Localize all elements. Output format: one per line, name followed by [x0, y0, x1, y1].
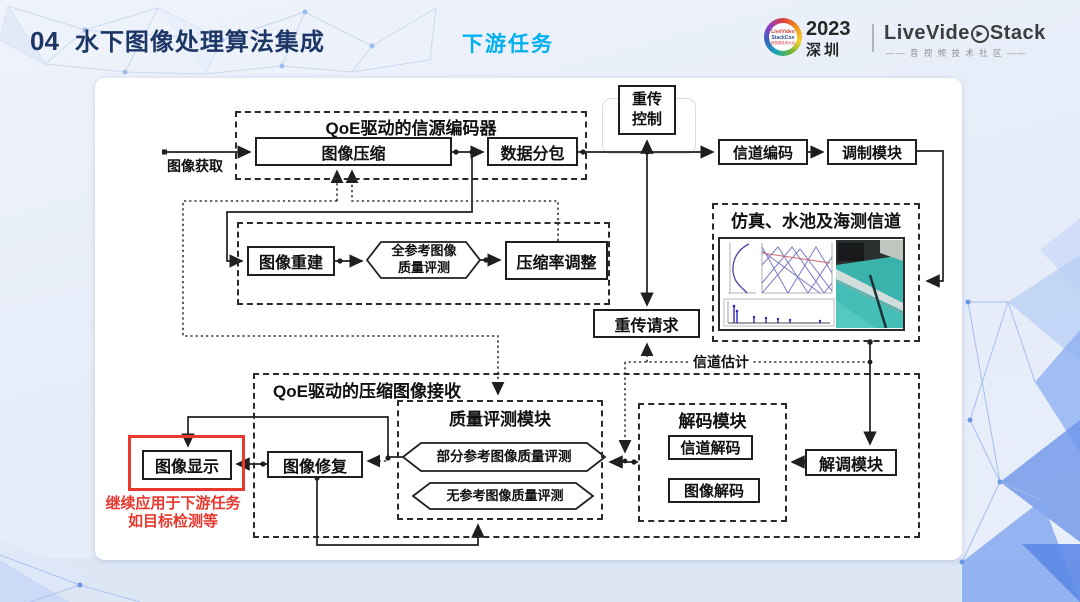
receiver-container — [253, 373, 920, 538]
encoder-title: QoE驱动的信源编码器 — [325, 119, 497, 138]
channel-title: 仿真、水池及海测信道 — [731, 212, 901, 231]
retrans-control-line1: 重传 — [631, 90, 662, 108]
demodulation-box: 解调模块 — [805, 449, 897, 476]
quality-module-title: 质量评测模块 — [449, 410, 551, 429]
downstream-note: 继续应用于下游任务 如目标检测等 — [84, 495, 262, 531]
image-restore-box: 图像修复 — [267, 451, 363, 478]
quality-module-container — [397, 400, 603, 520]
partial-ref-hexagon — [401, 442, 607, 472]
brand-wordmark: LiveVide ▶ Stack — [884, 22, 1046, 45]
channel-media-graphics — [723, 240, 903, 329]
modulation-box: 调制模块 — [827, 139, 917, 165]
ring-logo-line2: StackCon — [771, 34, 795, 41]
ring-logo-line3: 音视频技术大会 — [770, 40, 796, 45]
image-rebuild-box: 图像重建 — [247, 246, 335, 276]
retrans-control-line2: 控制 — [631, 111, 662, 128]
full-ref-qa-label: 全参考图像 质量评测 — [372, 243, 476, 276]
dotted-connectors — [182, 169, 870, 468]
channel-estimation-label: 信道估计 — [690, 352, 752, 372]
full-ref-line1: 全参考图像 — [391, 243, 457, 259]
note-line2: 如目标检测等 — [127, 513, 218, 530]
image-compression-box: 图像压缩 — [255, 137, 452, 166]
data-packet-box: 数据分包 — [487, 137, 578, 166]
no-ref-hexagon — [411, 482, 595, 510]
no-ref-text: 无参考图像质量评测 — [446, 487, 564, 503]
decode-module-container — [638, 403, 787, 522]
ray-trace-plot-image — [761, 243, 833, 294]
encoder-container — [235, 111, 587, 180]
retransmission-control-box: 重传 控制 — [618, 85, 676, 135]
play-icon: ▶ — [970, 24, 989, 43]
full-ref-line2: 质量评测 — [397, 259, 450, 275]
retransmission-request-box: 重传请求 — [593, 309, 700, 338]
image-acquire-label: 图像获取 — [167, 158, 223, 174]
channel-container — [712, 203, 920, 342]
conference-year: 2023 — [806, 18, 851, 40]
partial-ref-text: 部分参考图像质量评测 — [436, 448, 572, 464]
pool-photo-image — [835, 240, 903, 329]
receiver-title: QoE驱动的压缩图像接收 — [273, 382, 461, 401]
hexagon-shapes — [365, 241, 607, 510]
brand-tagline: —— 音 视 频 技 术 社 区 —— — [886, 48, 1027, 58]
brand-wordmark-right: Stack — [989, 22, 1046, 44]
conference-ring-logo-text: LiveVideo StackCon 音视频技术大会 — [769, 23, 797, 51]
ring-logo-line1: LiveVideo — [771, 28, 795, 35]
logo-divider — [872, 24, 874, 52]
rate-adjust-box: 压缩率调整 — [505, 241, 608, 280]
subtitle-tag: 下游任务 — [462, 33, 554, 56]
channel-media-box — [718, 237, 905, 331]
conference-city: 深圳 — [806, 42, 843, 59]
partial-ref-qa-label: 部分参考图像质量评测 — [415, 447, 593, 467]
brand-wordmark-left: LiveVide — [884, 22, 970, 44]
impulse-stem-plot-image — [723, 298, 835, 327]
decode-module-title: 解码模块 — [678, 412, 747, 431]
solid-connectors — [162, 139, 944, 546]
display-highlight-frame — [128, 435, 245, 491]
channel-decode-box: 信道解码 — [668, 435, 753, 460]
note-line1: 继续应用于下游任务 — [105, 495, 241, 512]
ssp-plot-image — [728, 243, 756, 294]
channel-coding-box: 信道编码 — [718, 139, 808, 165]
no-ref-qa-label: 无参考图像质量评测 — [424, 487, 586, 505]
image-display-box: 图像显示 — [142, 450, 232, 480]
conference-ring-logo: LiveVideo StackCon 音视频技术大会 — [764, 18, 802, 56]
image-decode-box: 图像解码 — [668, 478, 760, 503]
